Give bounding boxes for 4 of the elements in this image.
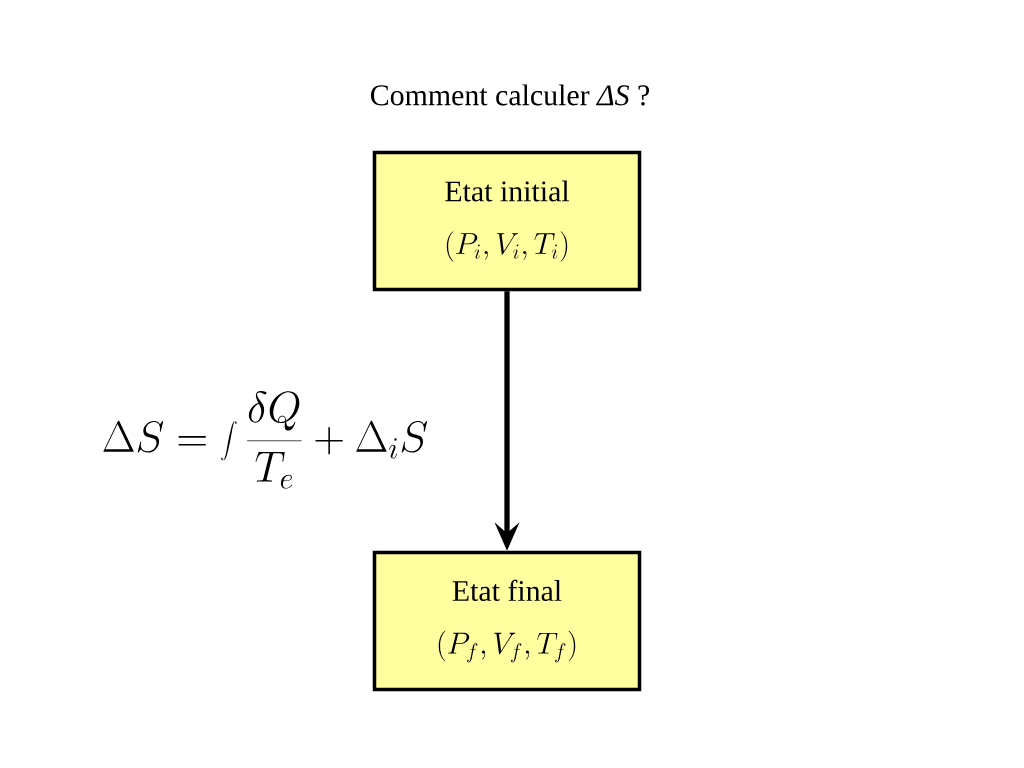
state-box: Etat initial $(P_i, V_i, T_i)$ bbox=[372, 150, 642, 292]
formula: $\Delta S = \int \frac{\delta Q}{T_e} + \Delta_i S$ bbox=[103, 391, 428, 489]
state-box: Etat final $(P_f, V_f, T_f)$ bbox=[372, 550, 642, 692]
title: Comment calculer ΔS ? bbox=[370, 84, 650, 106]
